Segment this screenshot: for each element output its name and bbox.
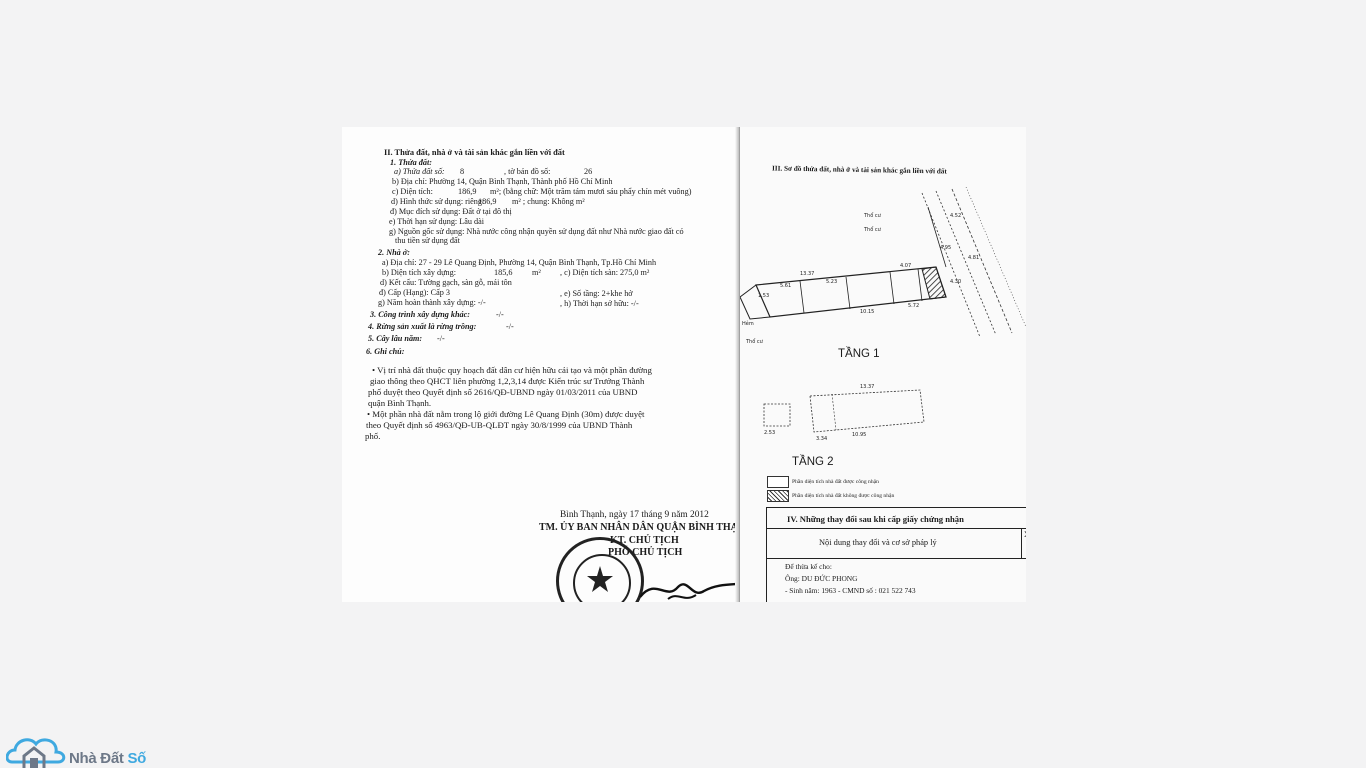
perennial-heading: 5. Cây lâu năm:: [368, 334, 423, 343]
section-iv-title: IV. Những thay đổi sau khi cấp giấy chứn…: [787, 514, 964, 524]
changes-content-header: Nội dung thay đổi và cơ sở pháp lý: [819, 538, 937, 547]
house-address: a) Địa chỉ: 27 - 29 Lê Quang Định, Phườn…: [382, 258, 657, 267]
plot-area-words: m²; (bằng chữ: Một trăm tám mươi sáu phẩ…: [490, 187, 692, 196]
floor2-dim-4: 13.37: [860, 384, 874, 390]
signing-kt: KT. CHỦ TỊCH: [610, 535, 679, 546]
forest-heading: 4. Rừng sản xuất là rừng trồng:: [368, 322, 477, 331]
official-seal-icon: [556, 537, 644, 602]
note2-line2: theo Quyết định số 4963/QĐ-UB-QLĐT ngày …: [366, 420, 633, 430]
usage-purpose: đ) Mục đích sử dụng: Đất ở tại đô thị: [390, 207, 512, 216]
forest-value: -/-: [506, 322, 514, 331]
label-residential-2: Thổ cư: [863, 212, 882, 219]
build-area-label: b) Diện tích xây dựng:: [382, 268, 457, 277]
other-works-value: -/-: [496, 310, 504, 319]
dim-right-4: 4.52: [950, 213, 961, 219]
plot-address: b) Địa chỉ: Phường 14, Quận Bình Thạnh, …: [392, 177, 613, 186]
house-heading: 2. Nhà ở:: [378, 248, 410, 257]
site-logo-icon[interactable]: [6, 732, 166, 768]
floor1-label: TẦNG 1: [838, 348, 880, 360]
note1-line2: giao thông theo QHCT liên phường 1,2,3,1…: [370, 376, 645, 386]
dim-right-3: 4.81: [968, 255, 979, 261]
signature-icon: [639, 581, 749, 600]
signing-organization: TM. ỦY BAN NHÂN DÂN QUẬN BÌNH THẠNH: [539, 522, 753, 533]
floor1-plan-drawing: 13.37 4.07 4.95 5.23 5.61 1.53 10.15 5.7…: [740, 187, 1026, 345]
changes-table-title-row: IV. Những thay đổi sau khi cấp giấy chứn…: [767, 508, 1026, 529]
logo-name-part2: Số: [127, 750, 147, 767]
dim-top-1: 13.37: [800, 271, 814, 277]
dim-left-1: 1.53: [758, 293, 769, 299]
build-year: g) Năm hoàn thành xây dựng: -/-: [378, 298, 486, 307]
map-sheet-label: , tờ bản đồ số:: [504, 167, 551, 176]
changes-table-header-row: Nội dung thay đổi và cơ sở pháp lý X: [767, 528, 1026, 559]
change-entry-3: - Sinh năm: 1963 - CMND số : 021 522 743: [785, 586, 916, 595]
floor2-label: TẦNG 2: [792, 456, 834, 468]
build-area-value: 185,6: [494, 268, 513, 277]
usage-form-shared: m² ; chung: Không m²: [512, 197, 585, 206]
legend-unrecognized-label: Phần diện tích nhà đất không được công n…: [792, 493, 895, 499]
house-grade: đ) Cấp (Hạng): Cấp 3: [379, 288, 450, 297]
change-entry-1: Để thừa kế cho:: [785, 562, 832, 571]
floor2-dim-2: 3.34: [816, 436, 827, 442]
right-page: III. Sơ đồ thửa đất, nhà ở và tài sản kh…: [740, 127, 1026, 602]
label-residential-1: Thổ cư: [863, 226, 882, 233]
plot-area-value: 186,9: [458, 187, 477, 196]
house-structure: d) Kết cấu: Tường gạch, sàn gỗ, mái tôn: [380, 278, 512, 287]
section-ii-title: II. Thửa đất, nhà ở và tài sản khác gắn …: [384, 148, 565, 157]
perennial-value: -/-: [437, 334, 445, 343]
legend-unrecognized-swatch: [767, 490, 789, 502]
section-iii-title: III. Sơ đồ thửa đất, nhà ở và tài sản kh…: [771, 164, 947, 176]
floor2-dim-3: 10.95: [852, 432, 866, 438]
usage-form-label: d) Hình thức sử dụng: riêng:: [391, 197, 485, 206]
plot-number-label: a) Thửa đất số:: [394, 167, 445, 176]
certificate-scan: II. Thửa đất, nhà ở và tài sản khác gắn …: [342, 127, 1026, 602]
usage-origin-cont: thu tiền sử dụng đất: [395, 236, 460, 245]
other-works-heading: 3. Công trình xây dựng khác:: [370, 310, 470, 319]
dim-bottom-2: 5.72: [908, 303, 919, 309]
signing-role: PHÓ CHỦ TỊCH: [608, 547, 683, 558]
left-page: II. Thửa đất, nhà ở và tài sản khác gắn …: [342, 127, 753, 602]
note2-line3: phố.: [365, 431, 381, 441]
note1-line1: • Vị trí nhà đất thuộc quy hoạch đất dân…: [372, 365, 652, 375]
note1-line4: quận Bình Thạnh.: [368, 398, 432, 408]
dim-bottom-1: 10.15: [860, 309, 874, 315]
notes-heading: 6. Ghi chú:: [366, 347, 405, 356]
plot-number-value: 8: [460, 167, 465, 176]
dim-mid-1: 5.23: [826, 279, 837, 285]
dim-right-1: 4.95: [940, 245, 951, 251]
site-logo-text[interactable]: Nhà Đất Số: [69, 750, 146, 767]
dim-right-2: 4.30: [950, 279, 961, 285]
land-plot-heading: 1. Thửa đất:: [390, 158, 432, 167]
changes-table: IV. Những thay đổi sau khi cấp giấy chứn…: [766, 507, 1026, 602]
label-alley: Hẻm: [742, 320, 754, 327]
ownership-term: , h) Thời hạn sở hữu: -/-: [560, 299, 639, 308]
dim-top-2: 4.07: [900, 263, 911, 269]
floor2-dim-1: 2.53: [764, 430, 775, 436]
usage-term: e) Thời hạn sử dụng: Lâu dài: [389, 217, 485, 226]
changes-x-header: X: [1024, 530, 1026, 540]
logo-name-part1: Nhà Đất: [69, 750, 128, 767]
map-sheet-value: 26: [584, 167, 593, 176]
dim-mid-2: 5.61: [780, 283, 791, 289]
usage-form-value: 186,9: [478, 197, 497, 206]
legend-recognized-swatch: [767, 476, 789, 488]
legend-recognized-label: Phần diện tích nhà đất được công nhận: [792, 479, 879, 485]
floor-count: , e) Số tầng: 2+khe hở: [560, 289, 633, 298]
label-residential-3: Thổ cư: [745, 338, 764, 345]
changes-column-divider: [1021, 528, 1022, 558]
note2-line1: • Một phần nhà đất nằm trong lộ giới đườ…: [367, 409, 645, 419]
usage-origin: g) Nguồn gốc sử dụng: Nhà nước công nhận…: [389, 227, 684, 236]
floor2-plan-drawing: 2.53 3.34 10.95 13.37: [763, 384, 925, 442]
build-area-unit: m²: [532, 268, 541, 277]
floor-area: , c) Diện tích sàn: 275,0 m²: [560, 268, 650, 277]
signing-date: Bình Thạnh, ngày 17 tháng 9 năm 2012: [560, 510, 709, 520]
plot-area-label: c) Diện tích:: [392, 187, 433, 196]
change-entry-2: Ông: DU ĐỨC PHONG: [785, 574, 858, 583]
note1-line3: phố duyệt theo Quyết định số 2616/QĐ-UBN…: [368, 387, 638, 397]
